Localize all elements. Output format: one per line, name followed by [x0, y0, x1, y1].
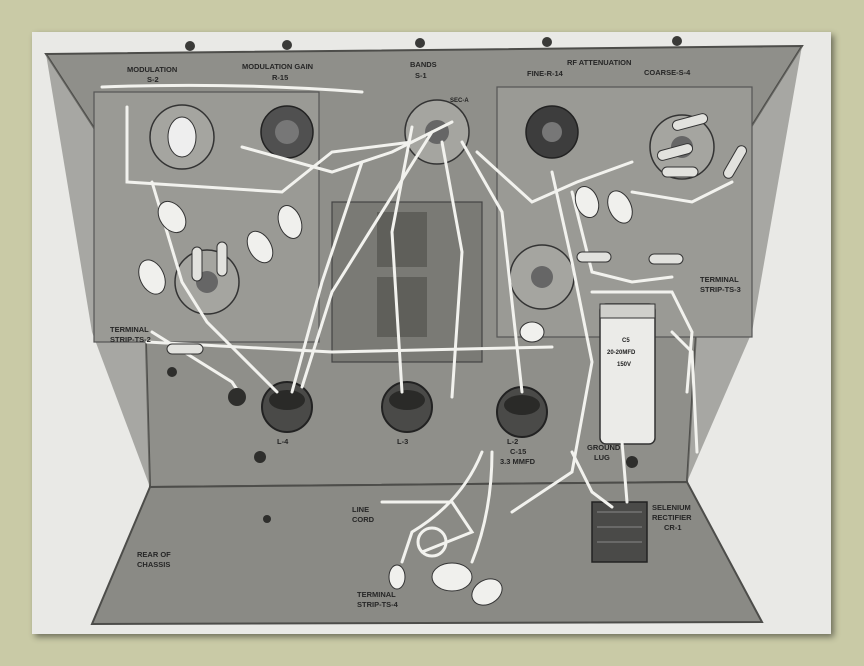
label-l2: L-2 — [507, 437, 518, 446]
label-terminal-ts4-b: STRIP-TS-4 — [357, 600, 399, 609]
label-terminal-ts3-a: TERMINAL — [700, 275, 739, 284]
switch-s1-wafer — [404, 99, 470, 165]
capacitor-c5 — [599, 303, 656, 445]
chassis-diagram: MODULATION S-2 MODULATION GAIN R-15 BAND… — [44, 36, 804, 626]
tube-socket-right — [509, 244, 575, 310]
label-selenium-a: SELENIUM — [652, 503, 691, 512]
label-terminal-ts4-a: TERMINAL — [357, 590, 396, 599]
coil-l2 — [496, 386, 548, 438]
label-bands-ref: S-1 — [415, 71, 427, 80]
label-sec-a: SEC-A — [450, 98, 469, 104]
label-c15-b: 3.3 MMFD — [500, 457, 536, 466]
fine-attenuator-pot — [525, 105, 579, 159]
center-shield-window-1 — [377, 212, 427, 267]
label-l3: L-3 — [397, 437, 408, 446]
label-bands: BANDS — [410, 60, 437, 69]
label-c5-b: 20-20MFD — [607, 350, 636, 356]
label-rear-of-chassis-a: REAR OF — [137, 550, 171, 559]
selenium-rectifier-cr1 — [591, 501, 648, 563]
coil-l4 — [261, 381, 313, 433]
label-c5-a: C5 — [622, 338, 630, 344]
label-modulation-gain: MODULATION GAIN — [242, 62, 313, 71]
front-panel-knobs — [185, 36, 682, 51]
label-terminal-ts3-b: STRIP-TS-3 — [700, 285, 741, 294]
schematic-photo: MODULATION S-2 MODULATION GAIN R-15 BAND… — [32, 32, 831, 634]
label-fine: FINE-R-14 — [527, 69, 564, 78]
label-l4: L-4 — [277, 437, 289, 446]
tube-socket-left — [174, 249, 240, 315]
small-capacitors — [138, 186, 633, 606]
label-coarse: COARSE-S-4 — [644, 68, 691, 77]
label-rf-attenuation: RF ATTENUATION — [567, 58, 631, 67]
label-c5-c: 150V — [617, 362, 631, 368]
label-line-cord-a: LINE — [352, 505, 369, 514]
wiring-harness — [100, 83, 734, 564]
label-selenium-b: RECTIFIER — [652, 513, 692, 522]
resistors — [166, 113, 747, 355]
modulation-gain-pot — [260, 105, 314, 159]
coil-l3 — [381, 381, 433, 433]
label-ground-lug-a: GROUND — [587, 443, 621, 452]
mounting-holes — [167, 367, 638, 523]
label-selenium-c: CR-1 — [664, 523, 682, 532]
label-line-cord-b: CORD — [352, 515, 375, 524]
center-shield-window-2 — [377, 277, 427, 337]
label-modulation-ref: S-2 — [147, 75, 159, 84]
label-terminal-ts2-a: TERMINAL — [110, 325, 149, 334]
switch-s2-wafer — [149, 104, 215, 170]
label-terminal-ts2-b: STRIP-TS-2 — [110, 335, 151, 344]
label-rear-of-chassis-b: CHASSIS — [137, 560, 170, 569]
label-modulation: MODULATION — [127, 65, 177, 74]
label-modulation-gain-ref: R-15 — [272, 73, 288, 82]
label-c15-a: C-15 — [510, 447, 526, 456]
label-ground-lug-b: LUG — [594, 453, 610, 462]
